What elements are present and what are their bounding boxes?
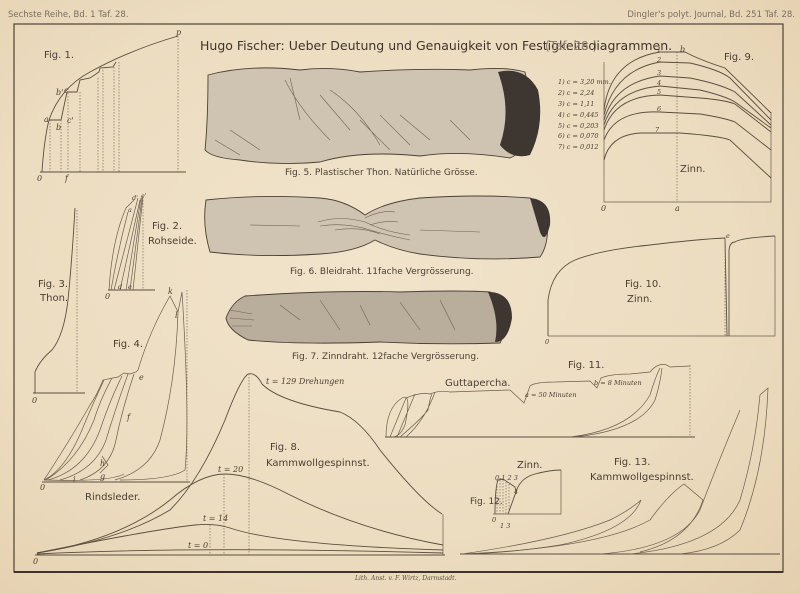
fig4-point-h: h <box>100 459 105 468</box>
fig4-point-f: f <box>126 413 132 422</box>
fig1-point-a: a <box>44 115 49 124</box>
fig9-legend-item: 7) c = 0,012 <box>558 143 599 151</box>
figure-6-lead-wire-specimen <box>204 195 551 260</box>
fig6-caption: Fig. 6. Bleidraht. 11fache Vergrösserung… <box>290 267 474 277</box>
fig10-point-e: e <box>726 232 730 240</box>
fig12-ticks-bottom: 1 3 <box>500 522 510 530</box>
figure-3: Fig. 3. Thon. 0 <box>32 207 85 405</box>
fig10-origin: 0 <box>545 338 549 346</box>
fig9-curve-number: 1 <box>657 46 661 54</box>
fig8-curve-t14: t = 14 <box>203 514 228 523</box>
fig1-origin: 0 <box>37 174 42 183</box>
fig2-point-d: d <box>118 283 122 291</box>
fig4-label: Fig. 4. <box>113 339 143 350</box>
figure-11: Fig. 11. Guttapercha. a = 50 Minuten b =… <box>385 360 695 438</box>
fig9-legend: 1) c = 3,20 mm. 2) c = 2,24 3) c = 1,11 … <box>557 78 611 151</box>
fig9-curve-numbers: 1 2 3 4 5 6 7 <box>655 46 661 134</box>
fig9-label: Fig. 9. <box>724 52 754 63</box>
fig11-label: Fig. 11. <box>568 360 604 371</box>
figure-12: Zinn. Fig. 12. 0-1 2 3 4 0 1 3 <box>470 460 562 530</box>
figure-9: Fig. 9. Zinn. b a 0 1 2 3 4 5 6 7 1) c =… <box>557 45 772 213</box>
fig2-point-e-prime: e' <box>141 192 147 200</box>
fig9-point-a: a <box>675 204 680 213</box>
fig4-material: Rindsleder. <box>85 492 140 503</box>
fig9-origin: 0 <box>601 204 606 213</box>
header-left: Sechste Reihe, Bd. 1 Taf. 28. <box>8 10 129 20</box>
fig9-material: Zinn. <box>680 164 705 175</box>
fig1-point-b: b <box>56 123 61 132</box>
figure-13: Fig. 13. Kammwollgespinnst. <box>460 387 780 555</box>
fig3-label: Fig. 3. <box>38 279 68 290</box>
figure-7-tin-wire-specimen <box>225 290 512 345</box>
fig9-legend-item: 3) c = 1,11 <box>558 100 594 108</box>
fig11-annotation-a: a = 50 Minuten <box>525 391 577 399</box>
fig9-legend-item: 2) c = 2,24 <box>557 89 594 97</box>
fig9-curve-number: 2 <box>656 56 661 64</box>
fig4-point-g: g <box>100 472 105 481</box>
fig5-caption: Fig. 5. Plastischer Thon. Natürliche Grö… <box>285 168 478 178</box>
fig2-material: Rohseide. <box>148 236 197 247</box>
plate-ref: (Taf. 28.) <box>545 39 597 53</box>
figure-5-clay-specimen <box>204 67 541 165</box>
fig11-annotation-b: b = 8 Minuten <box>594 379 642 387</box>
fig12-origin: 0 <box>492 516 496 524</box>
fig8-label: Fig. 8. <box>270 442 300 453</box>
fig8-curve-t0: t = 0 <box>188 541 208 550</box>
fig4-origin: 0 <box>40 483 45 492</box>
fig12-label: Fig. 12. <box>470 497 503 507</box>
fig13-label: Fig. 13. <box>614 457 650 468</box>
fig12-ticks-top: 0-1 2 3 <box>495 474 518 482</box>
fig1-point-f: f <box>64 174 70 183</box>
fig9-legend-item: 4) c = 0,445 <box>557 111 599 119</box>
fig4-point-i: i <box>73 475 76 484</box>
fig11-material: Guttapercha. <box>445 378 511 389</box>
fig8-material: Kammwollgespinnst. <box>266 458 370 469</box>
fig9-curve-number: 7 <box>655 126 660 134</box>
fig3-material: Thon. <box>39 293 68 304</box>
fig9-curve-number: 4 <box>656 79 661 87</box>
fig12-material: Zinn. <box>517 460 542 471</box>
fig13-material: Kammwollgespinnst. <box>590 472 694 483</box>
fig10-material: Zinn. <box>627 294 652 305</box>
fig4-point-k: k <box>168 287 173 296</box>
header-right: Dingler's polyt. Journal, Bd. 251 Taf. 2… <box>627 10 795 20</box>
fig9-curve-number: 3 <box>657 69 661 77</box>
fig3-origin: 0 <box>32 396 37 405</box>
fig8-origin: 0 <box>33 557 38 566</box>
fig9-legend-item: 5) c = 0,203 <box>558 122 599 130</box>
fig9-curve-number: 5 <box>657 88 661 96</box>
fig9-legend-item: 1) c = 3,20 mm. <box>558 78 611 86</box>
fig2-label: Fig. 2. <box>152 221 182 232</box>
fig8-curve-t129: t = 129 Drehungen <box>266 377 344 386</box>
fig1-point-c-prime: c' <box>67 116 74 125</box>
fig1-point-c: c <box>64 86 69 95</box>
figure-2: Fig. 2. Rohseide. a d' e' d e 0 <box>105 192 197 301</box>
figure-10: Fig. 10. Zinn. e 0 <box>545 232 776 346</box>
figure-1: Fig. 1. p a b b' c c' 0 f <box>37 28 186 183</box>
fig10-label: Fig. 10. <box>625 279 661 290</box>
fig4-point-l: l <box>175 311 178 320</box>
fig1-point-p: p <box>176 28 181 37</box>
fig2-point-a: a <box>128 206 132 214</box>
lithographer-credit: Lith. Anst. v. F. Wirtz, Darmstadt. <box>354 575 457 582</box>
plate-title: Hugo Fischer: Ueber Deutung und Genauigk… <box>200 38 672 53</box>
fig8-curve-t20: t = 20 <box>218 465 243 474</box>
fig2-point-e: e <box>128 283 132 291</box>
fig1-point-b-prime: b' <box>56 88 63 97</box>
figure-4: Fig. 4. Rindsleder. k l e f h g i 0 <box>40 287 190 503</box>
fig9-point-b: b <box>680 45 685 54</box>
fig9-curve-number: 6 <box>657 105 661 113</box>
fig1-label: Fig. 1. <box>44 50 74 61</box>
fig12-tick-4: 4 <box>513 488 518 496</box>
fig9-legend-item: 6) c = 0,070 <box>558 132 599 140</box>
fig7-caption: Fig. 7. Zinndraht. 12fache Vergrösserung… <box>292 352 479 362</box>
fig2-point-d-prime: d' <box>132 194 138 202</box>
fig4-point-e: e <box>139 373 144 382</box>
figure-8: t = 129 Drehungen t = 20 t = 14 t = 0 Fi… <box>33 373 445 566</box>
fig2-origin: 0 <box>105 292 110 301</box>
